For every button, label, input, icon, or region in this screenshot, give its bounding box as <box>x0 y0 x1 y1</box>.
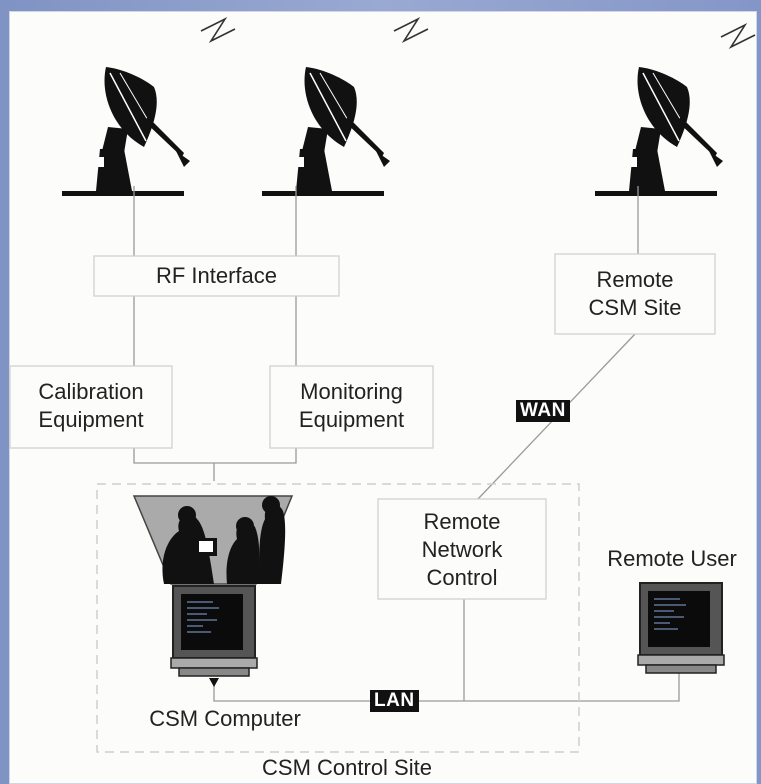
remote-csm-site-line1: Remote <box>596 267 674 292</box>
calibration-equipment-line1: Calibration <box>38 379 144 404</box>
csm-control-site-label: CSM Control Site <box>262 755 432 780</box>
wan-link-tag: WAN <box>516 400 570 422</box>
monitoring-equipment-label: Monitoring Equipment <box>270 378 433 434</box>
monitoring-equipment-box <box>269 365 434 449</box>
signal-bolt-icon <box>720 24 756 48</box>
satellite-dish-icon <box>594 66 724 197</box>
remote-user-label: Remote User <box>607 546 737 571</box>
satellite-dish-icon <box>61 66 191 197</box>
remote-network-control-line1: Remote <box>423 509 501 534</box>
calibration-equipment-label: Calibration Equipment <box>10 378 172 434</box>
remote-csm-site-box <box>554 253 716 335</box>
remote-network-control-box <box>377 498 547 600</box>
remote-network-control-line3: Control <box>426 565 498 590</box>
remote-network-control-line2: Network <box>421 537 503 562</box>
signal-bolt-icon <box>200 18 236 42</box>
computer-monitor-icon <box>170 585 258 677</box>
calibration-equipment-box <box>9 365 173 449</box>
diagram-canvas: RF Interface Remote CSM Site Calibration… <box>9 11 757 784</box>
remote-network-control-label: Remote Network Control <box>378 508 546 592</box>
computer-monitor-icon <box>637 582 725 674</box>
satellite-dish-icon <box>261 66 391 197</box>
monitoring-equipment-line1: Monitoring <box>300 379 403 404</box>
operators-icon <box>132 495 294 585</box>
monitoring-equipment-line2: Equipment <box>298 407 405 432</box>
rf-interface-box <box>93 255 340 297</box>
lan-link-tag: LAN <box>370 690 419 712</box>
signal-bolt-icon <box>393 18 429 42</box>
remote-csm-site-label: Remote CSM Site <box>555 266 715 322</box>
remote-csm-site-line2: CSM Site <box>588 295 682 320</box>
diagram-graphics <box>9 18 756 753</box>
csm-control-site-boundary <box>96 483 580 753</box>
csm-computer-label: CSM Computer <box>149 706 301 731</box>
calibration-equipment-line2: Equipment <box>38 407 144 432</box>
rf-interface-label: RF Interface <box>155 263 278 288</box>
